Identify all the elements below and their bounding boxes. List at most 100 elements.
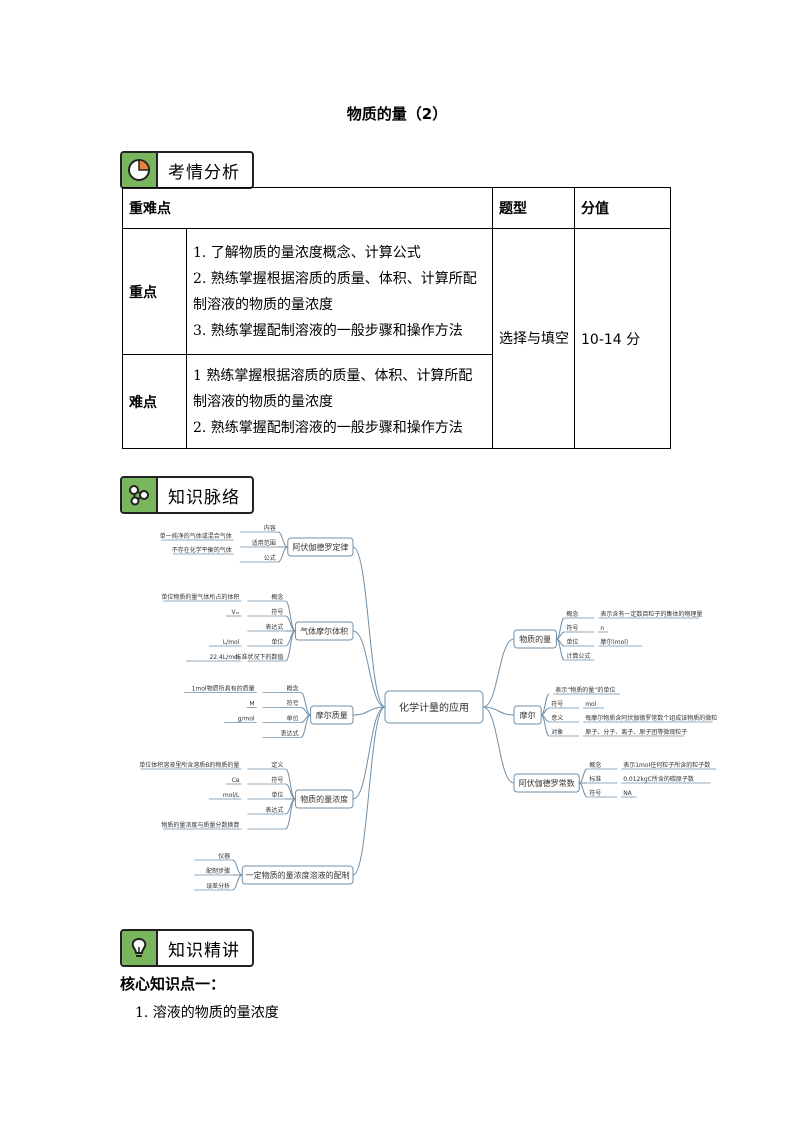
connector-line — [284, 600, 296, 632]
connector-line — [482, 638, 515, 708]
difficult-line-1: 1 熟练掌握根据溶质的质量、体积、计算所配制溶液的物质的量浓度 — [193, 367, 473, 410]
branch-node-label: 一定物质的量浓度溶液的配制 — [246, 870, 350, 880]
detail-label: mol — [585, 701, 597, 708]
connector-line — [352, 630, 386, 708]
pie-chart-icon — [122, 153, 158, 187]
child-label: 公式 — [264, 554, 276, 562]
analysis-table: 重难点 题型 分值 重点 1. 了解物质的量浓度概念、计算公式 2. 熟练掌握根… — [122, 187, 671, 449]
child-label: 对象 — [551, 728, 563, 736]
child-label: 符号 — [551, 700, 563, 708]
table-header-score: 分值 — [574, 187, 671, 229]
child-label: 意义 — [551, 714, 563, 722]
score-cell: 10-14 分 — [574, 228, 671, 449]
mind-map: 化学计量的应用阿伏伽德罗定律内容适用范围单一纯净的气体或混合气体不存在化学平衡的… — [120, 515, 760, 895]
child-label: 符号 — [566, 624, 578, 632]
list-item: 1. 溶液的物质的量浓度 — [135, 1005, 279, 1021]
detail-label: 原子、分子、离子、原子团等微观粒子 — [585, 728, 687, 736]
detail-label: 22.4L/mol — [209, 654, 239, 661]
section-header-knowledge-map: 知识脉络 — [120, 476, 254, 514]
branch-node-label: 摩尔质量 — [316, 710, 348, 720]
child-label: 单位 — [271, 638, 283, 646]
child-label: 符号 — [589, 789, 601, 797]
child-label: 定义 — [271, 761, 283, 769]
branch-node-label: 阿伏伽德罗常数 — [519, 778, 575, 788]
child-label: 表达式 — [281, 730, 299, 738]
child-label: 表达式 — [265, 806, 283, 814]
connector-line — [540, 714, 550, 737]
key-line-2: 2. 熟练掌握根据溶质的质量、体积、计算所配制溶液的物质的量浓度 — [193, 270, 477, 313]
child-label: 概念 — [566, 610, 578, 618]
child-label: 误差分析 — [206, 882, 230, 890]
child-label: 标准 — [589, 775, 601, 783]
child-label: 单位 — [271, 791, 283, 799]
detail-label: 每摩尔物质含阿伏伽德罗常数个组成该物质的微粒 — [585, 714, 717, 722]
section-title: 知识脉络 — [168, 487, 240, 508]
key-line-1: 1. 了解物质的量浓度概念、计算公式 — [193, 244, 421, 261]
child-label: 单位 — [566, 638, 578, 646]
detail-label: 表示含有一定数目粒子的集体的物理量 — [600, 610, 702, 618]
connector-line — [284, 768, 296, 800]
child-label: 表达式 — [265, 623, 283, 631]
detail-label: L/mol — [223, 639, 240, 646]
difficult-line-2: 2. 熟练掌握配制溶液的一般步骤和操作方法 — [193, 419, 463, 436]
detail-label: 表示“物质的量”的单位 — [555, 686, 615, 694]
page-title: 物质的量（2） — [346, 105, 448, 123]
connector-line — [232, 859, 243, 876]
table-header-key-points: 重难点 — [122, 187, 493, 229]
child-label: 概念 — [589, 761, 601, 769]
branch-node-label: 物质的量浓度 — [300, 794, 348, 804]
connector-line — [556, 638, 565, 661]
key-line-3: 3. 熟练掌握配制溶液的一般步骤和操作方法 — [193, 322, 463, 339]
detail-label: 物质的量浓度与质量分数换算 — [161, 821, 239, 829]
connector-line — [277, 546, 288, 563]
detail-label: 单位体积溶液里所含溶质B的物质的量 — [139, 761, 239, 769]
connector-line — [300, 714, 311, 738]
detail-label: 0.012kgC所含的碳原子数 — [623, 775, 694, 783]
section-title: 考情分析 — [168, 162, 240, 183]
connector-line — [232, 874, 243, 891]
child-label: 符号 — [271, 776, 283, 784]
connector-line — [352, 706, 386, 716]
core-point-heading: 核心知识点一： — [120, 975, 226, 993]
detail-label: M — [249, 701, 254, 708]
connector-line — [352, 546, 386, 708]
connector-line — [482, 706, 515, 716]
detail-label: g/mol — [238, 716, 255, 723]
detail-label: NA — [623, 790, 632, 797]
detail-label: mol/L — [223, 792, 240, 799]
connector-line — [352, 706, 386, 876]
row-label-key: 重点 — [122, 228, 187, 355]
child-label: 适用范围 — [252, 539, 276, 547]
center-node-label: 化学计量的应用 — [399, 701, 469, 714]
detail-label: 1mol物质所具有的质量 — [192, 685, 255, 693]
child-label: 配制步骤 — [206, 867, 230, 875]
child-label: 概念 — [271, 593, 283, 601]
section-header-knowledge-lecture: 知识精讲 — [120, 929, 254, 967]
detail-label: 不存在化学平衡的气体 — [172, 546, 232, 554]
section-title: 知识精讲 — [168, 940, 240, 961]
connector-line — [284, 798, 296, 830]
branch-node-label: 气体摩尔体积 — [300, 626, 348, 636]
key-points-cell: 1. 了解物质的量浓度概念、计算公式 2. 熟练掌握根据溶质的质量、体积、计算所… — [186, 228, 493, 355]
connector-line — [352, 706, 386, 800]
difficult-points-cell: 1 熟练掌握根据溶质的质量、体积、计算所配制溶液的物质的量浓度 2. 熟练掌握配… — [186, 354, 493, 449]
question-type-cell: 选择与填空 — [492, 228, 575, 449]
connector-line — [579, 782, 588, 798]
connector-line — [482, 706, 515, 784]
child-label: 单位 — [287, 715, 299, 723]
row-label-difficult: 难点 — [122, 354, 187, 449]
child-label: 概念 — [287, 685, 299, 693]
branch-node-label: 阿伏伽德罗定律 — [292, 542, 348, 552]
branch-node-label: 摩尔 — [520, 710, 536, 720]
child-label: 符号 — [287, 700, 299, 708]
child-label: 仪器 — [218, 853, 230, 860]
detail-label: 摩尔(mol) — [600, 638, 628, 646]
detail-label: 表示1mol任何粒子所含的粒子数 — [623, 761, 710, 769]
connector-line — [579, 768, 588, 784]
table-header-question-type: 题型 — [492, 187, 575, 229]
branch-node-label: 物质的量 — [519, 634, 551, 644]
detail-label: n — [600, 625, 604, 632]
detail-label: 单位物质的量气体所占的体积 — [161, 593, 239, 601]
section-header-analysis: 考情分析 — [120, 151, 254, 189]
network-icon — [122, 478, 158, 512]
